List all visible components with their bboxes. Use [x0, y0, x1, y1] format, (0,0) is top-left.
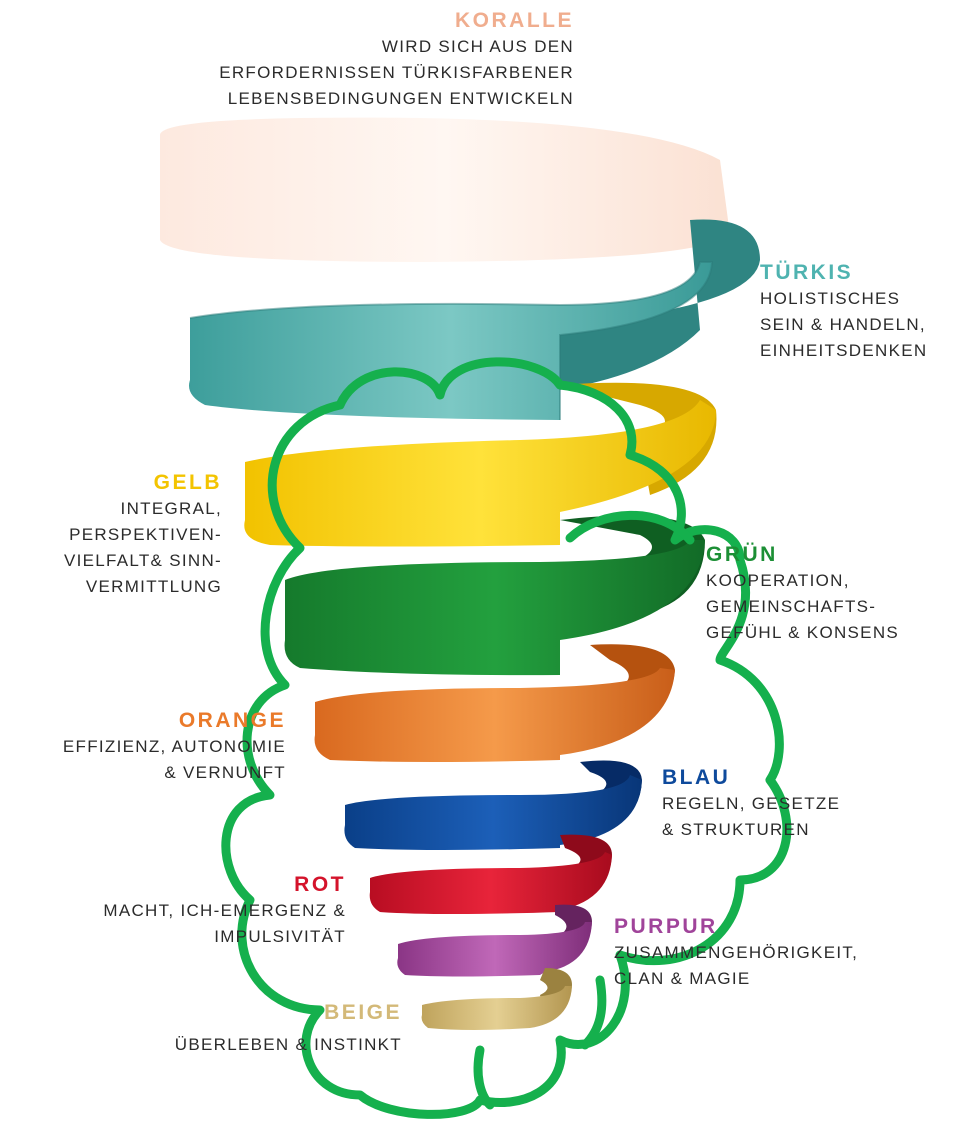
rot-title: ROT — [26, 872, 346, 898]
band-beige — [422, 968, 572, 1030]
beige-title: BEIGE — [102, 1000, 402, 1026]
blau-title: BLAU — [662, 765, 840, 791]
orange-title: ORANGE — [6, 708, 286, 734]
gruen-desc-1: KOOPERATION, — [706, 568, 899, 594]
rot-desc-2: IMPULSIVITÄT — [26, 924, 346, 950]
label-orange: ORANGE EFFIZIENZ, AUTONOMIE & VERNUNFT — [6, 708, 286, 786]
gruen-desc-3: GEFÜHL & KONSENS — [706, 620, 899, 646]
label-blau: BLAU REGELN, GESETZE & STRUKTUREN — [662, 765, 840, 843]
band-blau — [344, 760, 642, 850]
label-koralle: KORALLE WIRD SICH AUS DEN ERFORDERNISSEN… — [154, 8, 574, 112]
band-koralle — [160, 118, 730, 262]
gelb-title: GELB — [2, 470, 222, 496]
label-tuerkis: TÜRKIS HOLISTISCHES SEIN & HANDELN, EINH… — [760, 260, 927, 364]
orange-desc-2: & VERNUNFT — [6, 760, 286, 786]
koralle-desc-1: WIRD SICH AUS DEN — [154, 34, 574, 60]
orange-desc-1: EFFIZIENZ, AUTONOMIE — [6, 734, 286, 760]
label-gruen: GRÜN KOOPERATION, GEMEINSCHAFTS- GEFÜHL … — [706, 542, 899, 646]
tuerkis-desc-1: HOLISTISCHES — [760, 286, 927, 312]
gelb-desc-2: PERSPEKTIVEN- — [2, 522, 222, 548]
koralle-title: KORALLE — [154, 8, 574, 34]
blau-desc-1: REGELN, GESETZE — [662, 791, 840, 817]
rot-desc-1: MACHT, ICH-EMERGENZ & — [26, 898, 346, 924]
gruen-desc-2: GEMEINSCHAFTS- — [706, 594, 899, 620]
gelb-desc-3: VIELFALT& SINN- — [2, 548, 222, 574]
blau-desc-2: & STRUKTUREN — [662, 817, 840, 843]
purpur-desc-2: CLAN & MAGIE — [614, 966, 858, 992]
purpur-title: PURPUR — [614, 914, 858, 940]
gruen-title: GRÜN — [706, 542, 899, 568]
tuerkis-desc-2: SEIN & HANDELN, — [760, 312, 927, 338]
label-gelb: GELB INTEGRAL, PERSPEKTIVEN- VIELFALT& S… — [2, 470, 222, 600]
label-purpur: PURPUR ZUSAMMENGEHÖRIGKEIT, CLAN & MAGIE — [614, 914, 858, 992]
band-purpur — [397, 905, 592, 977]
label-beige: BEIGE ÜBERLEBEN & INSTINKT — [102, 1000, 402, 1058]
koralle-desc-3: LEBENSBEDINGUNGEN ENTWICKELN — [154, 86, 574, 112]
beige-desc-1: ÜBERLEBEN & INSTINKT — [102, 1032, 402, 1058]
purpur-desc-1: ZUSAMMENGEHÖRIGKEIT, — [614, 940, 858, 966]
tuerkis-title: TÜRKIS — [760, 260, 927, 286]
tuerkis-desc-3: EINHEITSDENKEN — [760, 338, 927, 364]
gelb-desc-4: VERMITTLUNG — [2, 574, 222, 600]
gelb-desc-1: INTEGRAL, — [2, 496, 222, 522]
koralle-desc-2: ERFORDERNISSEN TÜRKISFARBENER — [154, 60, 574, 86]
label-rot: ROT MACHT, ICH-EMERGENZ & IMPULSIVITÄT — [26, 872, 346, 950]
